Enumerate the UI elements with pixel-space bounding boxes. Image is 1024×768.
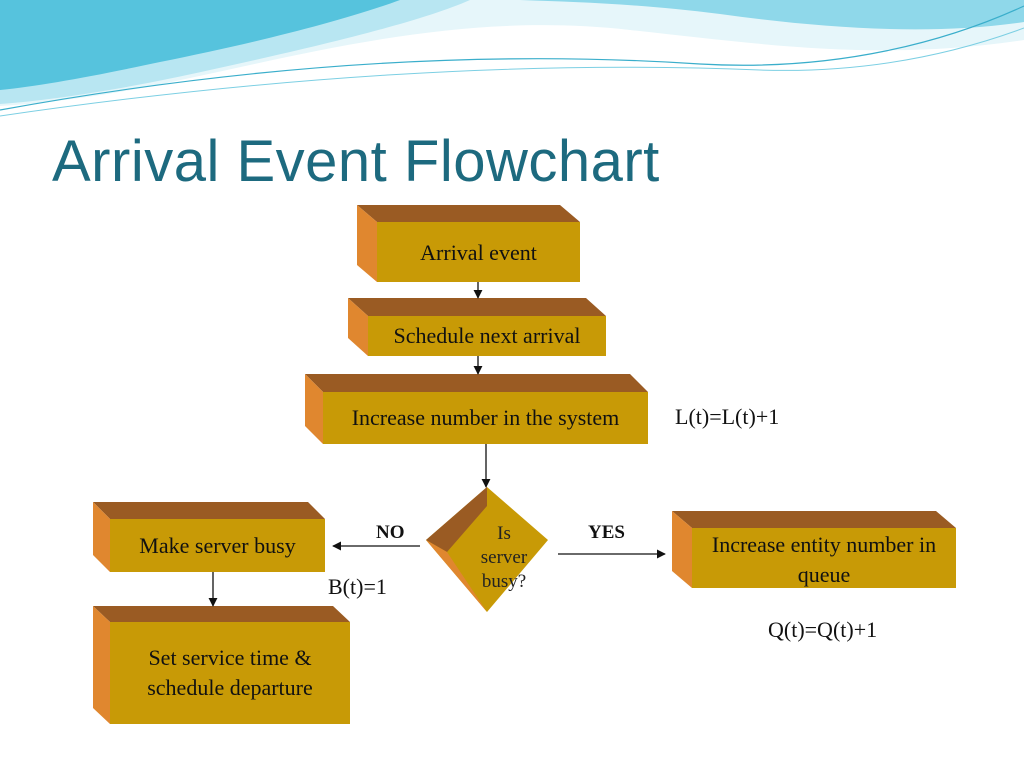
arrival-event-label: Arrival event (420, 240, 537, 265)
system-count-formula: L(t)=L(t)+1 (675, 404, 780, 429)
decision-diamond (426, 487, 548, 612)
queue-count-formula: Q(t)=Q(t)+1 (768, 617, 878, 642)
increase-number-label: Increase number in the system (351, 405, 620, 430)
decision-label-line3: busy? (481, 571, 527, 592)
schedule-next-arrival-label: Schedule next arrival (393, 323, 581, 348)
yes-branch-label: YES (588, 522, 625, 543)
make-server-busy-label: Make server busy (139, 532, 296, 558)
make-server-busy-box (93, 502, 325, 572)
set-service-time-label: Set service time & schedule departure (147, 645, 313, 700)
decision-label: Is server busy? (462, 522, 546, 594)
no-branch-label: NO (376, 522, 405, 543)
set-service-time-box (93, 606, 350, 724)
arrival-event-box (357, 205, 580, 282)
header-wave (0, 0, 1024, 117)
slide-title: Arrival Event Flowchart (52, 129, 660, 194)
decision-label-line2: server (480, 547, 528, 568)
schedule-next-arrival-box (348, 298, 606, 356)
increase-queue-box (672, 511, 956, 588)
increase-number-box (305, 374, 648, 444)
server-busy-formula: B(t)=1 (328, 574, 387, 599)
decision-label-line1: Is (497, 523, 511, 544)
increase-queue-label: Increase entity number in queue (711, 532, 937, 587)
